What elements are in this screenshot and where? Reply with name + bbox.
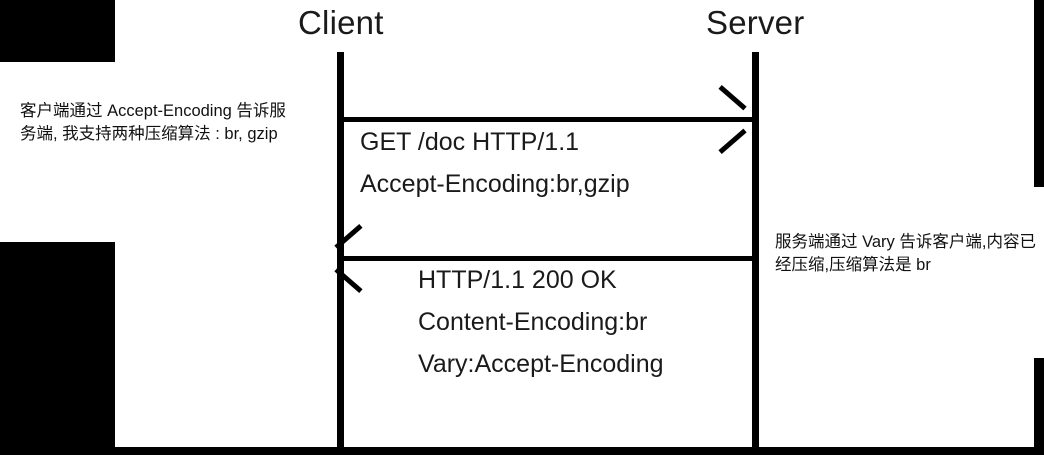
- crop-mask-left: [0, 242, 115, 447]
- arrowhead-left-icon: [334, 223, 366, 294]
- message-line: HTTP/1.1 200 OK: [418, 266, 617, 294]
- actor-label-server: Server: [706, 4, 805, 41]
- crop-mask-bottom: [0, 447, 1044, 455]
- crop-mask-right-bottom: [1034, 358, 1044, 447]
- crop-mask-top-left: [0, 0, 115, 62]
- annotation-note-client: 客户端通过 Accept-Encoding 告诉服务端, 我支持两种压缩算法 :…: [20, 102, 286, 143]
- message-arrow-request: [341, 117, 755, 122]
- crop-mask-right-top: [1034, 0, 1044, 187]
- lifeline-server: [752, 52, 759, 447]
- actor-label-client: Client: [298, 4, 384, 41]
- message-arrow-response: [341, 256, 755, 261]
- message-line: GET /doc HTTP/1.1: [360, 128, 580, 156]
- message-line: Accept-Encoding:br,gzip: [360, 170, 630, 198]
- message-line: Content-Encoding:br: [418, 308, 648, 336]
- annotation-note-server: 服务端通过 Vary 告诉客户端,内容已经压缩,压缩算法是 br: [775, 233, 1036, 274]
- message-text-request: GET /doc HTTP/1.1 Accept-Encoding:br,gzi…: [360, 121, 630, 205]
- message-line: Vary:Accept-Encoding: [418, 350, 664, 378]
- arrowhead-right-icon: [712, 84, 747, 155]
- message-text-response: HTTP/1.1 200 OK Content-Encoding:br Vary…: [418, 259, 664, 385]
- lifeline-client: [337, 52, 344, 447]
